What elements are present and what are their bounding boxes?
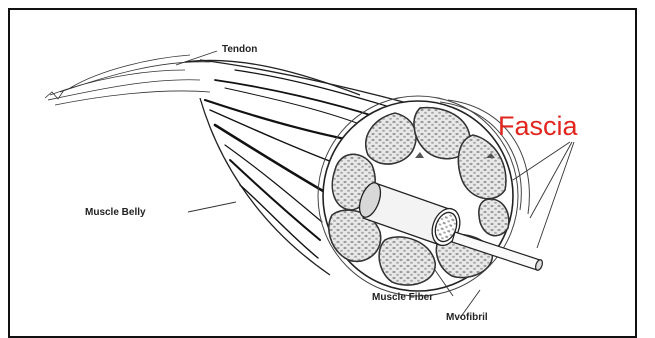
- myofibril-label: Mvofibril: [446, 312, 488, 323]
- tendon-label: Tendon: [222, 44, 257, 55]
- muscle-anatomy-illustration: [0, 0, 655, 331]
- muscle-belly-label: Muscle Belly: [85, 207, 146, 218]
- fascia-label: Fascia: [498, 111, 578, 142]
- muscle-fiber-label: Muscle Fiber: [372, 292, 433, 303]
- muscle-cross-section: [323, 101, 513, 291]
